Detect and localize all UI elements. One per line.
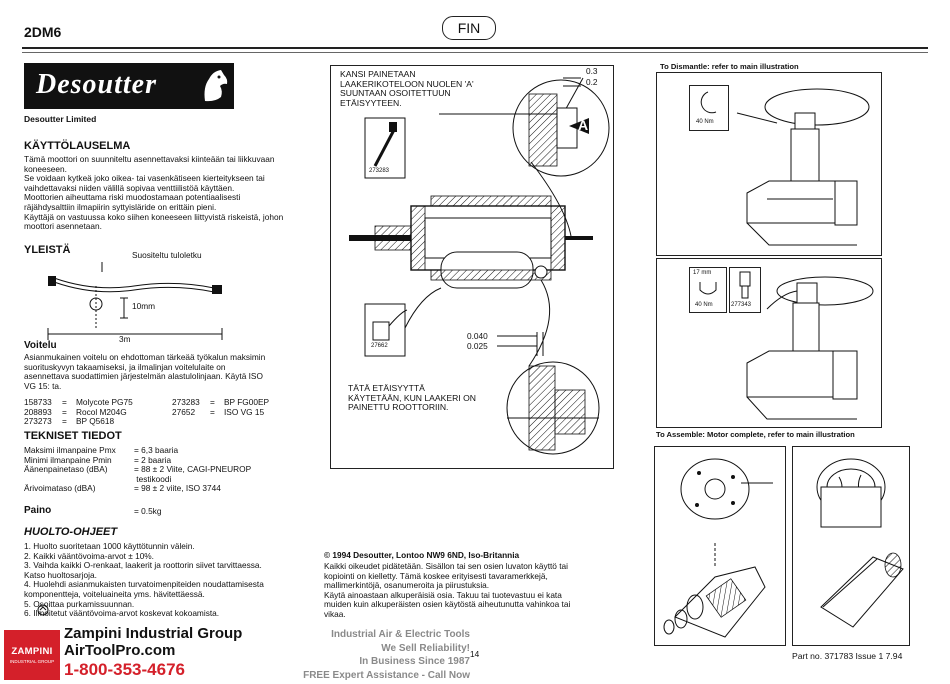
copyright-title: © 1994 Desoutter, Lontoo NW9 6ND, Iso-Br… (324, 550, 520, 560)
bearing-note: TÄTÄ ETÄISYYTTÄ KÄYTETÄÄN, KUN LAAKERI O… (348, 383, 476, 413)
part-number: Part no. 371783 Issue 1 7.94 (792, 651, 903, 661)
language-badge: FIN (442, 16, 496, 40)
horse-head-icon (204, 70, 228, 102)
torque-inset-1: 40 Nm (689, 85, 729, 131)
dismantle-direction-icon (37, 604, 49, 616)
brand-logo: Desoutter (24, 63, 234, 109)
footer-website[interactable]: AirToolPro.com (64, 642, 176, 659)
footer-slogans: Industrial Air & Electric Tools We Sell … (258, 628, 470, 682)
intro-heading: KÄYTTÖLAUSELMA (24, 140, 131, 152)
footer-phone[interactable]: 1-800-353-4676 (64, 660, 185, 679)
tech-row: Ärivoimataso (dBA)= 98 ± 2 viite, ISO 37… (24, 483, 221, 494)
intro-line: koneeseen. (24, 163, 67, 174)
header-rule (22, 47, 928, 49)
zampini-badge: ZAMPINI INDUSTRIAL GROUP (4, 630, 60, 680)
lubricant-item: 208893=Rocol M204G (24, 406, 127, 417)
dimension-10mm: 10mm (132, 301, 156, 311)
dim-0-025: 0.025 (467, 341, 488, 351)
arrow-a-label: A (578, 117, 589, 133)
service-item: 4. Huolehdi asianmukaisten turvatoimenpi… (24, 579, 264, 590)
lubricant-item: 273283=BP FG00EP (172, 397, 270, 407)
tech-heading: TEKNISET TIEDOT (24, 430, 122, 442)
dismantle-label: To Dismantle: refer to main illustration (660, 62, 799, 71)
tool-inset: 277343 (729, 267, 761, 313)
footer-company: Zampini Industrial Group (64, 625, 243, 642)
assemble-figure-1 (654, 446, 786, 646)
intro-text: Tämä moottori on suunniteltu asennettava… (24, 154, 284, 232)
lubrication-text: Asianmukainen voitelu on ehdottoman tärk… (24, 352, 266, 391)
slogan-line: Industrial Air & Electric Tools (331, 629, 470, 640)
page-number: 14 (470, 649, 480, 659)
part-273283: 273283 (369, 168, 390, 174)
service-item: 1. Huolto suoritetaan 1000 käyttötunnin … (24, 541, 195, 551)
service-item: komponentteja, voiteluaineita yms. hävit… (24, 588, 205, 599)
hose-diagram (47, 262, 223, 340)
press-note: KANSI PAINETAAN LAAKERIKOTELOON NUOLEN '… (340, 69, 474, 108)
lubricant-item: 27652=ISO VG 15 (172, 406, 265, 417)
socket-tool-icon (739, 271, 751, 299)
service-list: 1. Huolto suoritetaan 1000 käyttötunnin … (24, 541, 264, 619)
spanner-icon (700, 91, 717, 114)
service-item: 6. Ilmoitetut vääntövoima-arvot koskevat… (24, 608, 220, 619)
header-double-rule (22, 48, 928, 53)
lubricant-item: 158733=Molycote PG75 (24, 397, 133, 407)
intro-line: vaihdettavaksi niiden välillä sopivaa ve… (24, 182, 235, 193)
intro-line: Käyttäjä on vastuussa koko siihen konees… (24, 211, 284, 222)
service-item: 5. Osoittaa purkamissuunnan. (24, 598, 135, 609)
tech-specs: Maksimi ilmanpaine Pmx= 6,3 baaria Minim… (24, 445, 252, 494)
lubrication-line: suorituskyvyn takaamiseksi, ja ilmalinja… (24, 361, 226, 372)
tech-row: Maksimi ilmanpaine Pmx= 6,3 baaria (24, 445, 179, 455)
weight-value: = 0.5kg (134, 506, 162, 516)
intro-line: moottori asennetaan. (24, 221, 102, 232)
dismantle-figure-2: 17 mm 40 Nm 277343 (656, 258, 882, 428)
tech-row: Minimi ilmanpaine Pmin= 2 baaria (24, 454, 172, 465)
dimension-3m: 3m (119, 334, 131, 344)
intro-line: Tämä moottori on suunniteltu asennettava… (24, 154, 275, 164)
intro-line: Moottorien aiheuttama riski muodostamaan… (24, 192, 241, 203)
slogan-line: In Business Since 1987 (359, 656, 470, 667)
model-code: 2DM6 (24, 24, 62, 40)
intro-line: Se voidaan kytkeä joko oikea- tai vasenk… (24, 173, 265, 184)
lubrication-line: asennettava suodattimien järjestelmän al… (24, 371, 263, 382)
slogan-line: FREE Expert Assistance - Call Now (303, 669, 470, 681)
service-item: Katso huoltosarjoja. (24, 569, 97, 580)
slogan-line: We Sell Reliability! (381, 642, 470, 654)
lubricant-list-left: 158733=Molycote PG75 208893=Rocol M204G … (24, 397, 133, 427)
hose-label: Suositeltu tuloletku (132, 250, 202, 260)
torque-inset-2: 17 mm 40 Nm (689, 267, 727, 313)
logo-wordmark: Desoutter (36, 69, 157, 100)
company-name: Desoutter Limited (24, 114, 97, 124)
open-wrench-icon (699, 282, 717, 295)
service-heading: HUOLTO-OHJEET (24, 526, 118, 538)
lubricant-item: 273273=BP Q5618 (24, 416, 115, 427)
dim-0-040: 0.040 (467, 331, 488, 341)
tech-row: testikoodi (134, 473, 172, 484)
motor-section-drawing (349, 77, 610, 455)
dim-0-2: 0.2 (586, 77, 598, 87)
assemble-figure-2 (792, 446, 910, 646)
general-heading: YLEISTÄ (24, 244, 71, 256)
service-item: 3. Vaihda kaikki O-renkaat, laakerit ja … (24, 560, 262, 571)
part-27662: 27662 (371, 343, 388, 349)
badge-subtitle: INDUSTRIAL GROUP (9, 659, 55, 664)
intro-line: räjähdysalttiin ilmapiirin syttyisläride… (24, 201, 217, 212)
lubrication-line: VG 15: ta. (24, 380, 62, 391)
badge-title: ZAMPINI (11, 646, 53, 657)
service-item: 2. Kaikki vääntövoima-arvot ± 10%. (24, 550, 154, 561)
lubrication-line: Asianmukainen voitelu on ehdottoman tärk… (24, 352, 266, 362)
tech-row: Äänenpainetaso (dBA)= 88 ± 2 Viite, CAGI… (24, 464, 252, 475)
dismantle-figure-1: 40 Nm (656, 72, 882, 256)
copyright-text: Kaikki oikeudet pidätetään. Sisällon tai… (324, 561, 571, 619)
weight-label: Paino (24, 505, 52, 516)
lubricant-list-right: 273283=BP FG00EP 27652=ISO VG 15 (172, 397, 270, 417)
lubrication-heading: Voitelu (24, 340, 57, 351)
dim-0-3: 0.3 (586, 66, 598, 76)
assemble-label: To Assemble: Motor complete, refer to ma… (656, 430, 855, 439)
